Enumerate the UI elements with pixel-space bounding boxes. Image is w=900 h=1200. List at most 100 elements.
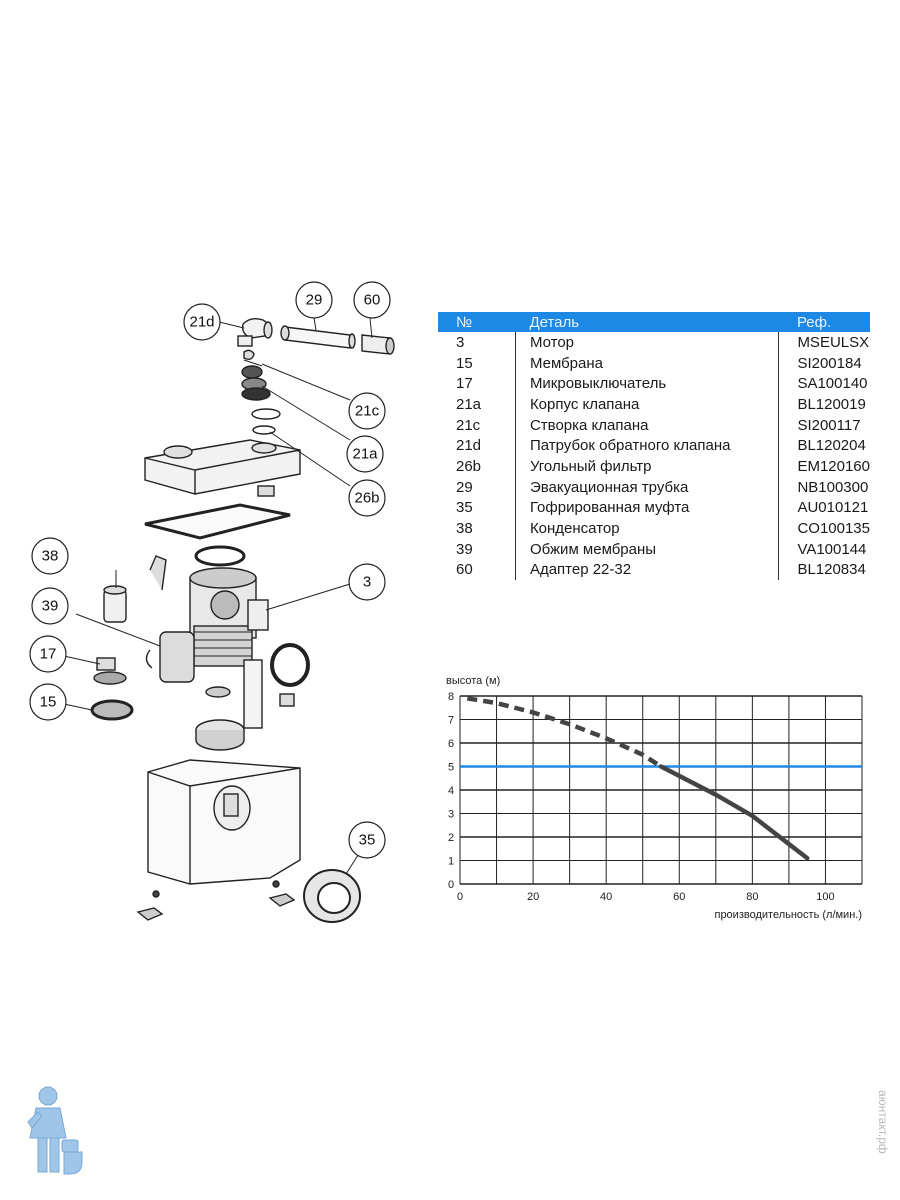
row-ref: SA100140: [797, 375, 868, 393]
callout-circles: [29, 281, 391, 859]
y-tick-label: 3: [448, 809, 454, 821]
curve-dashed: [466, 696, 663, 769]
small-block: [279, 693, 295, 707]
y-tick-label: 4: [448, 785, 454, 797]
x-axis-title: производительность (л/мин.): [714, 909, 862, 921]
row-ref: BL120019: [797, 395, 866, 413]
row-ref: NB100300: [797, 478, 869, 496]
y-tick-label: 2: [448, 832, 454, 844]
row-ref: SI200117: [797, 416, 861, 434]
x-tick-label: 100: [816, 891, 834, 903]
row-part-name: Гофрированная муфта: [515, 497, 780, 519]
part-29: [280, 325, 356, 349]
row-part-name: Угольный фильтр: [515, 456, 780, 477]
row-number: 15: [438, 352, 516, 374]
row-part-name: Корпус клапана: [515, 394, 780, 415]
row-number: 21d: [438, 435, 516, 457]
row-ref: VA100144: [797, 540, 867, 558]
header-number: №: [438, 312, 516, 332]
part-17: [93, 657, 127, 685]
row-ref: SI200184: [797, 354, 862, 372]
x-tick-label: 0: [457, 891, 463, 903]
feet: [136, 880, 296, 921]
callout-3: 3: [363, 574, 371, 591]
row-part-name: Адаптер 22-32: [515, 559, 780, 581]
row-part-name: Патрубок обратного клапана: [515, 435, 780, 457]
y-tick-label: 6: [448, 738, 454, 750]
y-tick-label: 0: [448, 879, 454, 891]
curve-solid: [658, 764, 810, 861]
row-number: 21a: [438, 394, 516, 415]
header-part: Деталь: [515, 312, 779, 332]
x-tick-label: 80: [746, 891, 758, 903]
row-part-name: Конденсатор: [515, 518, 780, 539]
row-ref: BL120834: [797, 561, 866, 579]
x-tick-label: 40: [600, 891, 612, 903]
row-number: 3: [438, 332, 516, 353]
y-tick-label: 5: [448, 762, 454, 774]
row-number: 35: [438, 497, 516, 519]
callout-21a: 21a: [352, 446, 378, 463]
callout-38: 38: [42, 548, 59, 565]
part-21c: [243, 349, 263, 367]
y-tick-label: 1: [448, 856, 454, 868]
row-ref: BL120204: [797, 437, 866, 455]
callout-15: 15: [40, 694, 57, 711]
row-ref: MSEULSX: [797, 333, 870, 351]
row-part-name: Эвакуационная трубка: [515, 476, 780, 498]
callout-17: 17: [40, 646, 57, 663]
part-35: [303, 869, 361, 923]
row-part-name: Микровыключатель: [515, 373, 780, 395]
lid: [144, 439, 301, 497]
lid-gasket: [144, 503, 291, 540]
row-number: 39: [438, 538, 516, 560]
callout-60: 60: [364, 292, 381, 309]
callout-21c: 21c: [355, 403, 380, 420]
y-axis-title: высота (м): [446, 675, 500, 687]
x-tick-label: 60: [673, 891, 685, 903]
o-ring: [270, 643, 310, 687]
x-tick-label: 20: [527, 891, 539, 903]
watermark: аюнтакт.рф: [876, 1090, 890, 1154]
row-number: 21c: [438, 414, 516, 436]
part-3: [149, 545, 269, 667]
part-39: [145, 631, 195, 683]
part-26b: [251, 408, 281, 435]
pipe-piece: [243, 659, 263, 729]
callout-35: 35: [359, 832, 376, 849]
row-part-name: Обжим мембраны: [515, 538, 780, 560]
exploded-diagram: 21d 29 60 21c 21a 26b 38 3 39 17 15 35: [29, 281, 395, 923]
row-number: 17: [438, 373, 516, 395]
header-ref: Реф.: [778, 312, 870, 332]
row-part-name: Мембрана: [515, 352, 780, 374]
callout-26b: 26b: [354, 490, 379, 507]
callout-29: 29: [306, 292, 323, 309]
row-number: 26b: [438, 456, 516, 477]
callout-39: 39: [42, 598, 59, 615]
callout-21d: 21d: [189, 314, 214, 331]
part-60: [361, 334, 395, 355]
row-ref: CO100135: [797, 520, 870, 538]
y-tick-label: 7: [448, 715, 454, 727]
row-ref: EM120160: [797, 457, 870, 475]
parts-table-header: № Деталь Реф.: [438, 312, 870, 332]
y-tick-label: 8: [448, 691, 454, 703]
part-15: [90, 699, 134, 721]
disc-part: [205, 686, 231, 698]
row-number: 60: [438, 559, 516, 581]
plumber-mascot-logo: [27, 1086, 83, 1175]
part-21d: [237, 317, 273, 347]
leader-lines: [63, 317, 373, 875]
